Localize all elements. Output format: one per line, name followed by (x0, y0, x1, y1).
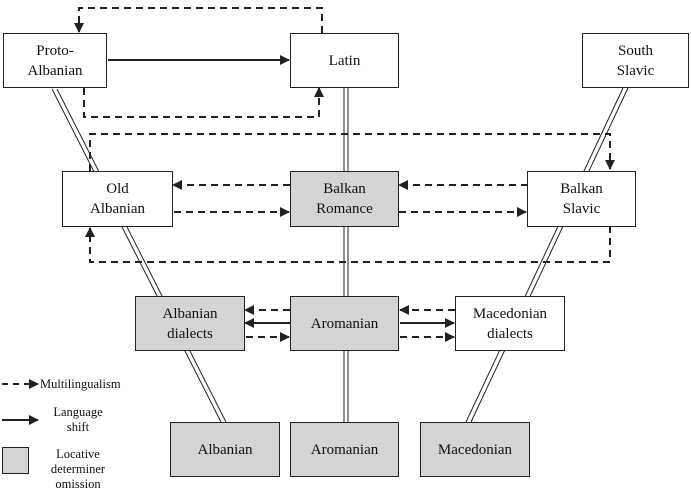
node-south-slavic: South Slavic (582, 33, 689, 88)
node-old-albanian: Old Albanian (62, 171, 173, 227)
node-macedonian-dialects: Macedonian dialects (455, 296, 565, 351)
node-proto-albanian: Proto- Albanian (3, 33, 107, 88)
node-aromanian: Aromanian (290, 422, 399, 477)
multi-arrow-latin-to-proto-albanian (74, 7, 323, 33)
node-label: South Slavic (616, 42, 655, 79)
multi-arrow-old-albanian-to-balkan-slavic (89, 133, 615, 171)
node-label: Proto- Albanian (27, 42, 83, 79)
node-albanian-dialects: Albanian dialects (135, 296, 245, 351)
node-aromanian-mid: Aromanian (290, 296, 399, 351)
node-label: Macedonian dialects (472, 305, 548, 342)
lineage-south-slavic-to-macedonian (465, 87, 629, 423)
node-label: Albanian (197, 441, 253, 458)
node-macedonian: Macedonian (420, 422, 530, 477)
node-balkan-romance: Balkan Romance (290, 171, 399, 227)
node-label: Aromanian (310, 315, 379, 332)
node-label: Macedonian (437, 441, 513, 458)
node-label: Balkan Romance (316, 181, 373, 217)
legend-multilingualism-label: Multilingualism (40, 377, 121, 391)
lineage-proto-albanian-to-albanian (51, 88, 227, 423)
node-label: Balkan Slavic (560, 181, 603, 217)
node-label: Albanian dialects (162, 305, 218, 342)
node-label: Latin (328, 52, 361, 69)
node-latin: Latin (290, 33, 399, 88)
legend-language-shift-label: Language shift (53, 405, 103, 434)
node-balkan-slavic: Balkan Slavic (527, 171, 636, 227)
node-albanian: Albanian (170, 422, 280, 477)
multi-arrow-proto-albanian-to-latin (83, 87, 324, 118)
legend-shaded-box (2, 447, 29, 474)
lineage-latin-to-aromanian (343, 88, 349, 422)
node-label: Old Albanian (90, 181, 145, 217)
multi-arrow-balkan-slavic-to-old-albanian (85, 226, 611, 263)
legend-locative-omission-label: Locative determiner omission (50, 447, 106, 491)
node-label: Aromanian (310, 441, 379, 458)
